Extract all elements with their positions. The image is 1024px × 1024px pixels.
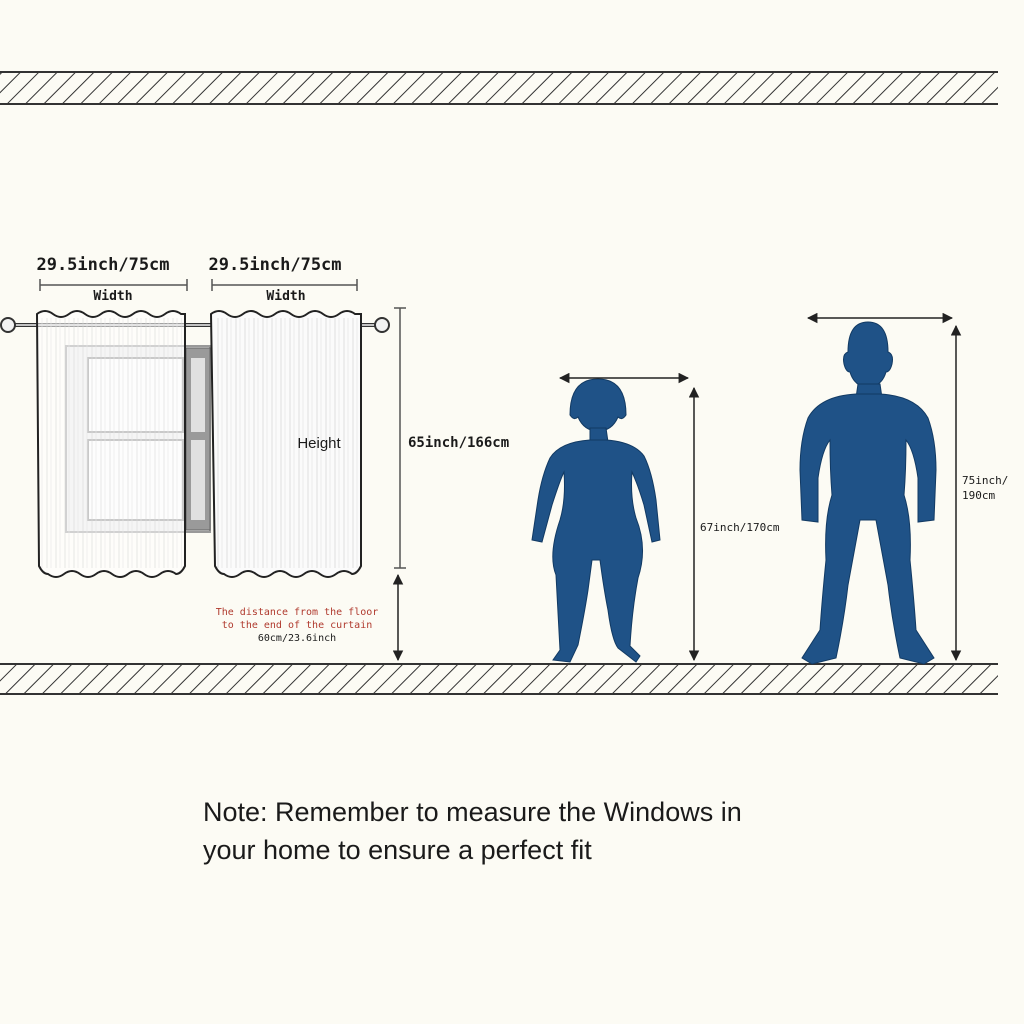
- curtain-height-label: Height: [297, 435, 341, 452]
- man-height-value-line-1: 75inch/: [962, 474, 1008, 487]
- note-line-2: your home to ensure a perfect fit: [203, 835, 592, 865]
- measurement-note: Note: Remember to measure the Windows in…: [203, 793, 903, 869]
- rod-finial-right: [374, 317, 390, 333]
- width-dimension-left: [39, 279, 188, 291]
- floor-distance-value: 60cm/23.6inch: [258, 633, 336, 644]
- right-width-label: Width: [266, 289, 305, 304]
- curtain-height-value: 65inch/166cm: [408, 435, 509, 451]
- ceiling: [0, 71, 998, 105]
- woman-figure-icon: [531, 378, 661, 663]
- right-width-value: 29.5inch/75cm: [208, 255, 341, 275]
- floor-distance-line-2: to the end of the curtain: [222, 620, 373, 631]
- curtain-panel-right: [209, 310, 362, 578]
- note-line-1: Note: Remember to measure the Windows in: [203, 797, 742, 827]
- woman-height-value: 67inch/170cm: [700, 521, 780, 534]
- man-figure-icon: [799, 321, 937, 665]
- rod-finial-left: [0, 317, 16, 333]
- curtain-panel-left: [35, 310, 186, 578]
- floor: [0, 663, 998, 695]
- left-width-label: Width: [93, 289, 132, 304]
- man-height-value-line-2: 190cm: [962, 489, 995, 502]
- left-width-value: 29.5inch/75cm: [36, 255, 169, 275]
- width-dimension-right: [211, 279, 358, 291]
- curtain-height-dimension: [394, 307, 406, 569]
- floor-distance-line-1: The distance from the floor: [216, 607, 379, 618]
